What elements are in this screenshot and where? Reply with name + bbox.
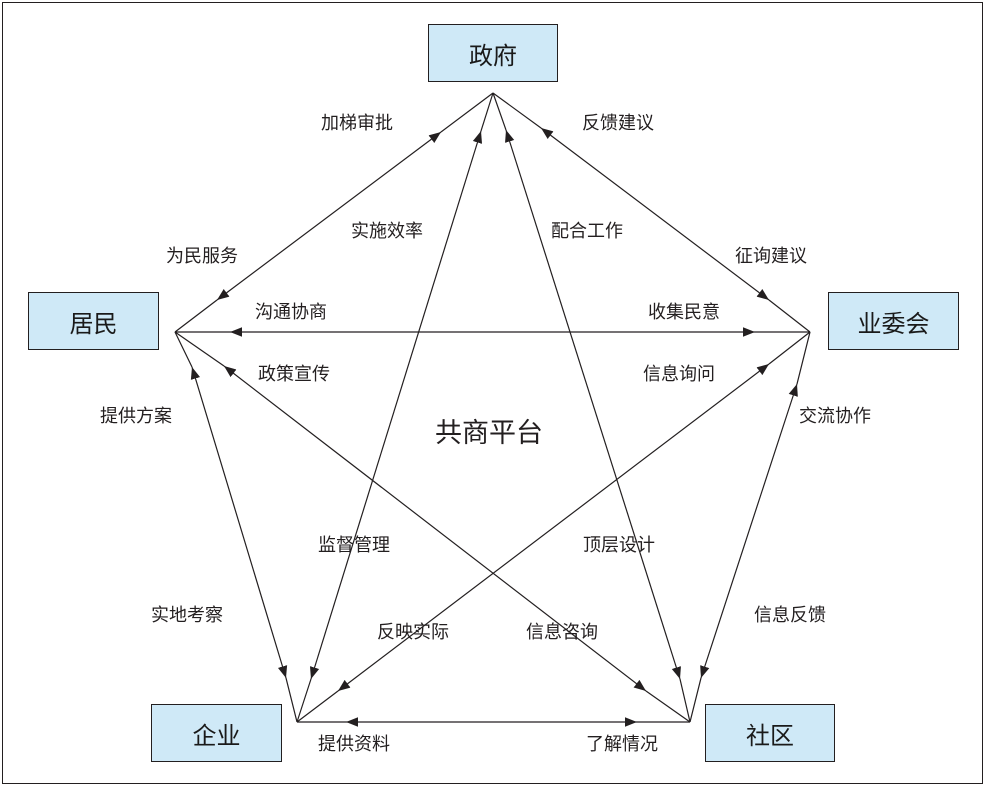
edge-owners-committee-enterprise [337,363,770,692]
edge-label-reflect-reality: 反映实际 [377,622,449,643]
edge-label-field-inspection: 实地考察 [151,605,223,626]
edge-right-bottom-stub [796,331,811,385]
edge-label-exchange-cooperation: 交流协作 [799,406,871,427]
government-label: 政府 [469,41,517,70]
edge-label-understand-situation: 了解情况 [586,734,658,755]
community-node: 社区 [705,704,835,762]
owners-committee-label: 业委会 [857,309,930,338]
edge-stub-gc-top [492,92,507,131]
edge-label-information-feedback: 信息反馈 [754,605,826,626]
edge-label-collect-opinions: 收集民意 [648,302,720,323]
edge-top-left-stub [440,92,494,133]
residents-node: 居民 [28,292,159,350]
edge-label-elevator-approval: 加梯审批 [321,113,393,134]
edge-government-owners-committee [540,127,770,301]
edge-label-provide-plan: 提供方案 [100,406,172,427]
edge-left-bottom-stub [174,331,193,368]
owners-committee-node: 业委会 [828,292,959,350]
residents-label: 居民 [69,309,118,338]
edge-stub-oe-bottom [296,690,339,723]
edge-owners-committee-community [700,383,798,679]
edge-label-solicit-suggestions: 征询建议 [735,246,807,267]
edge-label-feedback-suggestions: 反馈建议 [582,113,654,134]
edge-label-top-level-design: 顶层设计 [583,535,655,556]
edge-residents-enterprise [190,366,288,679]
edge-government-enterprise [309,130,483,680]
edge-government-community [505,129,681,680]
edge-right-top-stub [768,299,811,333]
edge-label-communicate-negotiate: 沟通协商 [255,302,327,323]
community-label: 社区 [746,721,794,750]
edge-label-supervise-manage: 监督管理 [318,535,390,556]
edge-stub-ge-top [480,92,494,132]
edge-stub-ge-bottom [296,678,312,723]
edge-label-cooperate-work: 配合工作 [551,221,623,242]
edge-government-residents [216,131,442,301]
enterprise-node: 企业 [151,704,282,762]
edge-label-information-inquiry: 信息询问 [643,364,715,385]
edge-top-right-stub [492,92,542,129]
edge-label-information-consulting: 信息咨询 [526,622,598,643]
edge-stub-oe-right [768,331,811,365]
edge-br-up-stub [689,677,702,723]
edge-left-top-stub [174,299,218,333]
edge-stub-rc-bottom [645,690,691,723]
edge-label-serve-people: 为民服务 [166,246,238,267]
center-platform-label: 共商平台 [435,418,543,449]
edge-label-provide-materials: 提供资料 [318,734,390,755]
edge-label-policy-publicity: 政策宣传 [258,364,330,385]
enterprise-label: 企业 [192,721,241,750]
edge-label-implementation-efficiency: 实施效率 [351,221,423,242]
edge-stub-rc-left [174,331,225,367]
government-node: 政府 [428,24,558,82]
edge-bl-up-stub [285,677,298,723]
